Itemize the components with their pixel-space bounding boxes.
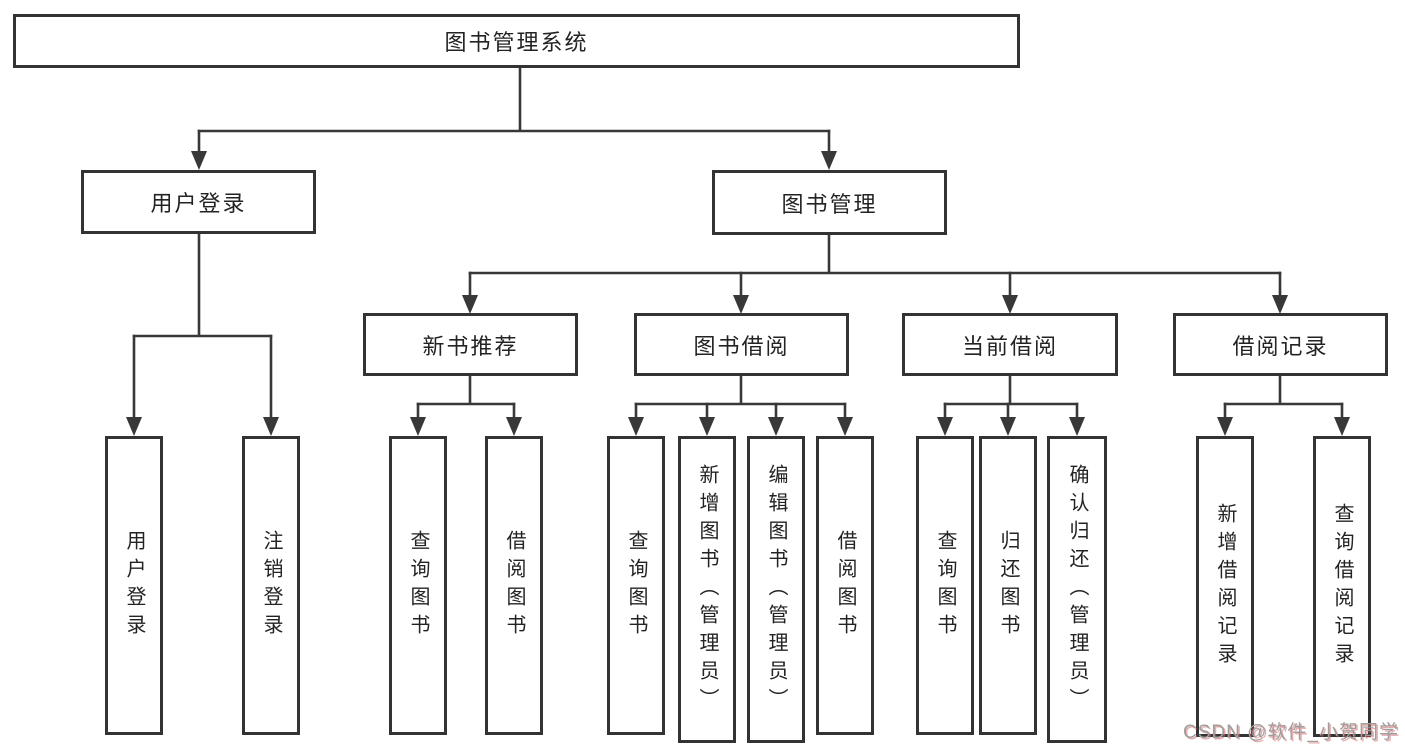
leaf-query-books-borrow: 查询图书 (607, 436, 665, 735)
node-user-login-label: 用户登录 (150, 191, 247, 216)
leaf-edit-book-admin-label: 编辑图书（管理员） (765, 463, 787, 716)
leaf-query-books-borrow-label: 查询图书 (625, 529, 647, 642)
leaf-return-book: 归还图书 (979, 436, 1037, 735)
leaf-add-borrow-record-label: 新增借阅记录 (1214, 502, 1236, 671)
node-new-book-recommend: 新书推荐 (363, 313, 578, 376)
leaf-query-borrow-record: 查询借阅记录 (1313, 436, 1371, 737)
leaf-query-books-recommend-label: 查询图书 (407, 529, 429, 642)
node-book-management: 图书管理 (712, 170, 947, 235)
node-user-login: 用户登录 (81, 170, 316, 234)
leaf-add-borrow-record: 新增借阅记录 (1196, 436, 1254, 737)
leaf-borrow-books: 借阅图书 (816, 436, 874, 735)
leaf-query-borrow-record-label: 查询借阅记录 (1331, 502, 1353, 671)
leaf-edit-book-admin: 编辑图书（管理员） (747, 436, 805, 743)
leaf-logout-label: 注销登录 (260, 529, 282, 642)
leaf-add-book-admin: 新增图书（管理员） (678, 436, 736, 743)
node-book-management-label: 图书管理 (781, 191, 878, 217)
leaf-borrow-books-label: 借阅图书 (834, 529, 856, 642)
node-root: 图书管理系统 (13, 14, 1020, 68)
node-root-label: 图书管理系统 (444, 30, 589, 55)
leaf-confirm-return-admin: 确认归还（管理员） (1047, 436, 1107, 743)
leaf-confirm-return-admin-label: 确认归还（管理员） (1066, 463, 1088, 716)
leaf-borrow-books-recommend: 借阅图书 (485, 436, 543, 735)
leaf-query-books-current: 查询图书 (916, 436, 974, 735)
node-book-borrow-label: 图书借阅 (693, 333, 790, 359)
node-current-borrow: 当前借阅 (902, 313, 1118, 376)
node-book-borrow: 图书借阅 (634, 313, 849, 376)
leaf-user-login-label: 用户登录 (123, 529, 145, 642)
leaf-user-login: 用户登录 (105, 436, 163, 735)
leaf-return-book-label: 归还图书 (997, 529, 1019, 642)
node-current-borrow-label: 当前借阅 (961, 333, 1058, 359)
node-new-book-recommend-label: 新书推荐 (422, 333, 519, 359)
csdn-watermark: CSDN @软件_小贺同学 (1183, 722, 1399, 743)
node-borrow-records: 借阅记录 (1173, 313, 1388, 376)
leaf-logout: 注销登录 (242, 436, 300, 735)
leaf-query-books-current-label: 查询图书 (934, 529, 956, 642)
leaf-add-book-admin-label: 新增图书（管理员） (696, 463, 718, 716)
leaf-query-books-recommend: 查询图书 (389, 436, 447, 735)
leaf-borrow-books-recommend-label: 借阅图书 (503, 529, 525, 642)
node-borrow-records-label: 借阅记录 (1232, 333, 1329, 359)
